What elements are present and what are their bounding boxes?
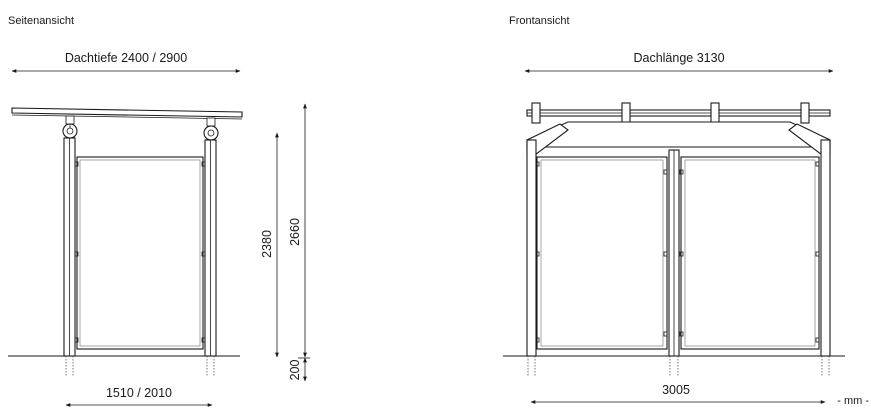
- unit-label: - mm -: [837, 395, 869, 407]
- roof-bracket-left: [62, 115, 78, 139]
- roof-bracket-right: [203, 117, 219, 141]
- front-post-center: [668, 149, 680, 357]
- side-foundations: [65, 356, 215, 376]
- front-door-right: [679, 156, 820, 350]
- foundation-dimension: 200: [288, 357, 310, 382]
- front-roof: [526, 102, 831, 124]
- side-post-left: [63, 137, 76, 357]
- height-total-dimension: 2660: [288, 103, 307, 358]
- roof-length-dimension: Dachlänge 3130: [524, 51, 834, 73]
- side-roof: [11, 107, 243, 120]
- front-door-left: [535, 156, 668, 350]
- roof-depth-dimension: Dachtiefe 2400 / 2900: [11, 51, 241, 73]
- height-total-label: 2660: [288, 218, 302, 246]
- front-post-right: [820, 139, 831, 357]
- side-post-right: [204, 139, 217, 357]
- side-panel: [74, 156, 206, 350]
- front-post-left: [526, 139, 537, 357]
- front-base-label: 3005: [662, 383, 690, 397]
- side-base-label: 1510 / 2010: [106, 386, 172, 400]
- front-view: Frontansicht Dachlänge 3130: [503, 15, 869, 407]
- side-view: Seitenansicht Dachtiefe 2400 / 2900: [8, 15, 310, 407]
- height-inner-label: 2380: [260, 230, 274, 258]
- roof-length-label: Dachlänge 3130: [633, 51, 724, 65]
- side-view-title: Seitenansicht: [8, 15, 74, 27]
- foundation-label: 200: [288, 360, 302, 381]
- front-base-dimension: 3005: [530, 383, 826, 404]
- roof-depth-label: Dachtiefe 2400 / 2900: [65, 51, 187, 65]
- front-foundations: [527, 356, 830, 376]
- height-inner-dimension: 2380: [260, 132, 279, 358]
- front-view-title: Frontansicht: [509, 15, 570, 27]
- side-base-dimension: 1510 / 2010: [65, 386, 213, 407]
